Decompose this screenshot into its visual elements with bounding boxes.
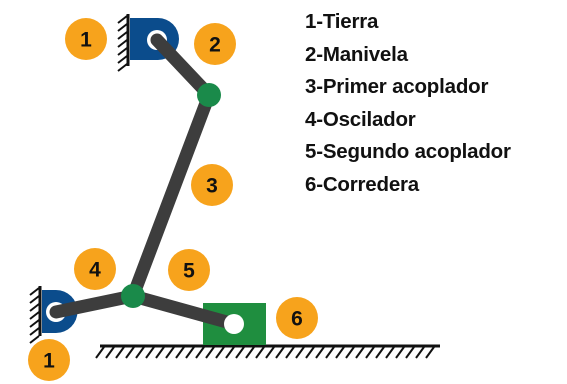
second-coupler-link: [126, 289, 241, 331]
badge-second-coupler: 5: [168, 249, 210, 291]
rocker-link: [49, 289, 140, 319]
slider-pin-icon: [224, 314, 244, 334]
badge-ground-bottom: 1: [28, 339, 70, 381]
legend-item-first-coupler: 3-Primer acoplador: [305, 75, 489, 99]
svg-text:1: 1: [80, 29, 92, 52]
left-ground-hatch-icon: [29, 286, 42, 344]
first-coupler-link: [126, 88, 216, 303]
badge-crank: 2: [194, 23, 236, 65]
legend-item-second-coupler: 5-Segundo acoplador: [305, 140, 511, 164]
badge-slider: 6: [276, 297, 318, 339]
badge-ground-top: 1: [65, 18, 107, 60]
badge-first-coupler: 3: [191, 164, 233, 206]
svg-text:5: 5: [183, 260, 195, 283]
svg-text:2: 2: [209, 34, 221, 57]
legend-item-ground: 1-Tierra: [305, 10, 379, 33]
legend-list: 1-Tierra 2-Manivela 3-Primer acoplador 4…: [305, 6, 511, 202]
crank-link: [150, 33, 216, 102]
svg-text:6: 6: [291, 308, 303, 331]
lower-joint-icon: [121, 284, 145, 308]
bottom-ground-hatch-icon: [95, 344, 440, 359]
legend-item-slider: 6-Corredera: [305, 172, 420, 196]
svg-text:4: 4: [89, 259, 101, 282]
svg-text:3: 3: [206, 175, 218, 198]
legend-item-crank: 2-Manivela: [305, 42, 408, 66]
legend-item-rocker: 4-Oscilador: [305, 107, 416, 131]
top-ground-hatch-icon: [117, 14, 130, 72]
badge-rocker: 4: [74, 248, 116, 290]
svg-text:1: 1: [43, 350, 55, 373]
upper-joint-icon: [197, 83, 221, 107]
